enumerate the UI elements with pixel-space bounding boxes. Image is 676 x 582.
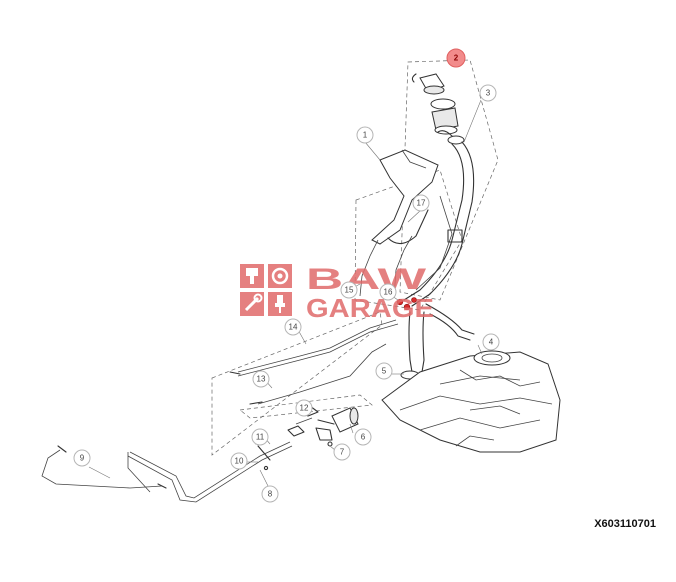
svg-text:13: 13: [257, 375, 266, 384]
diagram-reference-code: X603110701: [594, 518, 656, 530]
callout-11: 11: [251, 428, 269, 446]
callout-12: 12: [295, 399, 313, 417]
callout-5: 5: [375, 362, 393, 380]
callout-14: 14: [284, 318, 302, 336]
callout-10: 10: [230, 452, 248, 470]
vent-lines: [359, 235, 417, 311]
callout-4: 4: [482, 333, 500, 351]
svg-text:6: 6: [361, 433, 366, 442]
svg-text:3: 3: [486, 89, 491, 98]
fuel-tank: [381, 350, 561, 453]
fasteners: [255, 441, 271, 471]
callout-13: 13: [252, 370, 270, 388]
svg-text:2: 2: [454, 54, 459, 63]
callout-16: 16: [379, 283, 397, 301]
svg-text:5: 5: [382, 367, 387, 376]
gear-icon: [268, 264, 292, 288]
svg-text:15: 15: [345, 286, 354, 295]
callout-7: 7: [333, 443, 351, 461]
wrench-icon: [240, 292, 264, 316]
svg-text:7: 7: [340, 448, 345, 457]
filler-neck-seal: [430, 98, 465, 145]
svg-text:4: 4: [489, 338, 494, 347]
svg-text:12: 12: [300, 404, 309, 413]
svg-text:1: 1: [363, 131, 368, 140]
vapor-housing: [371, 149, 439, 245]
watermark: BAW GARAGE: [240, 263, 434, 323]
svg-text:16: 16: [384, 288, 393, 297]
callout-6: 6: [354, 428, 372, 446]
fuel-lines-13-14: [229, 319, 399, 405]
watermark-line2: GARAGE: [306, 293, 434, 323]
filler-pipe: [403, 141, 475, 307]
filler-cap: [411, 73, 445, 95]
svg-text:14: 14: [289, 323, 298, 332]
callout-9: 9: [73, 449, 91, 467]
watermark-line1: BAW: [306, 263, 427, 296]
svg-text:9: 9: [80, 454, 85, 463]
callout-3: 3: [479, 84, 497, 102]
spark-plug-icon: [268, 292, 292, 316]
fuel-filter: [287, 405, 359, 447]
svg-text:10: 10: [235, 457, 244, 466]
callout-2: 2: [446, 48, 466, 68]
callouts: 1 2 3 4 5 6 7 8 9 10 11 12 13 14 15 16 1…: [73, 48, 500, 503]
callout-1: 1: [356, 126, 374, 144]
svg-text:8: 8: [268, 490, 273, 499]
callout-8: 8: [261, 485, 279, 503]
svg-text:11: 11: [256, 433, 265, 442]
fuel-line-9: [41, 445, 167, 489]
svg-text:17: 17: [417, 199, 426, 208]
piston-icon: [240, 264, 264, 288]
callout-15: 15: [340, 281, 358, 299]
callout-17: 17: [412, 194, 430, 212]
